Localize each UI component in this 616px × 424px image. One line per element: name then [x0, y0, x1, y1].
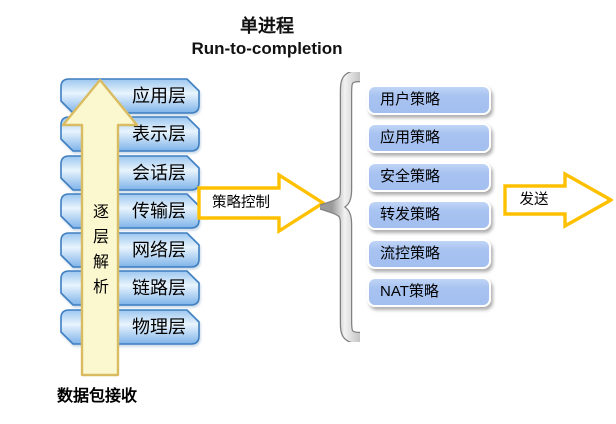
policy-label: 安全策略: [380, 168, 441, 185]
policy-control-arrow-icon: [197, 172, 325, 234]
layer-label: 会话层: [132, 163, 186, 183]
up-arrow-label: 逐层解析: [90, 203, 107, 303]
layer-box-session: 会话层: [60, 155, 200, 191]
policy-label: 用户策略: [380, 91, 441, 108]
layer-box-presentation: 表示层: [60, 116, 200, 152]
layer-label: 应用层: [132, 86, 186, 106]
layer-label: 网络层: [132, 240, 186, 260]
policy-box-forwarding: 转发策略: [367, 200, 491, 230]
layer-label: 表示层: [132, 124, 186, 144]
diagram-title: 单进程 Run-to-completion: [112, 14, 422, 60]
layer-label: 物理层: [132, 317, 186, 337]
layer-box-transport: 传输层: [60, 193, 200, 229]
up-arrow-icon: [62, 78, 138, 377]
policy-label: NAT策略: [380, 283, 439, 300]
title-line-2: Run-to-completion: [191, 39, 343, 58]
layer-box-application: 应用层: [60, 78, 200, 114]
policy-control-arrow-label: 策略控制: [212, 195, 270, 211]
policy-box-security: 安全策略: [367, 162, 491, 192]
send-arrow-label: 发送: [519, 192, 549, 208]
receive-label: 数据包接收: [57, 388, 138, 405]
left-brace-icon: [320, 72, 361, 342]
policy-label: 流控策略: [380, 245, 441, 262]
title-line-1: 单进程: [240, 16, 294, 36]
policy-label: 转发策略: [380, 206, 441, 223]
layer-box-network: 网络层: [60, 232, 200, 268]
policy-box-nat: NAT策略: [367, 277, 491, 307]
layer-label: 传输层: [132, 201, 186, 221]
policy-label: 应用策略: [380, 129, 441, 146]
send-arrow-icon: [503, 171, 613, 229]
layer-box-physical: 物理层: [60, 309, 200, 345]
layer-box-link: 链路层: [60, 270, 200, 306]
policy-box-flow-control: 流控策略: [367, 239, 491, 269]
layer-label: 链路层: [132, 278, 186, 298]
policy-box-user: 用户策略: [367, 85, 491, 115]
policy-box-application: 应用策略: [367, 123, 491, 153]
